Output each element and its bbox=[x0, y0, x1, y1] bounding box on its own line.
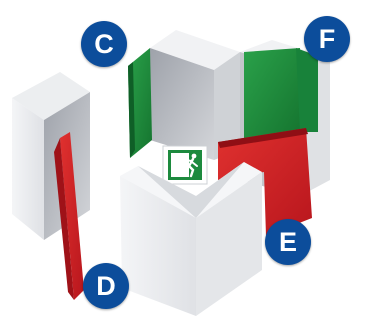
label-e-badge: E bbox=[265, 219, 311, 265]
left-wall bbox=[12, 72, 90, 240]
label-d-badge: D bbox=[83, 263, 129, 309]
green-corner-guard-f bbox=[244, 48, 318, 140]
green-corner-guard-left bbox=[128, 48, 152, 158]
label-f-badge: F bbox=[304, 16, 350, 62]
label-d-text: D bbox=[96, 271, 116, 301]
back-center-wall bbox=[150, 30, 240, 160]
label-e-text: E bbox=[279, 227, 297, 257]
label-f-text: F bbox=[319, 24, 336, 54]
label-c-badge: C bbox=[81, 21, 127, 67]
label-c-text: C bbox=[94, 29, 114, 59]
exit-sign bbox=[163, 146, 207, 184]
front-corner-wall bbox=[120, 162, 262, 316]
exit-door-icon bbox=[171, 153, 189, 177]
